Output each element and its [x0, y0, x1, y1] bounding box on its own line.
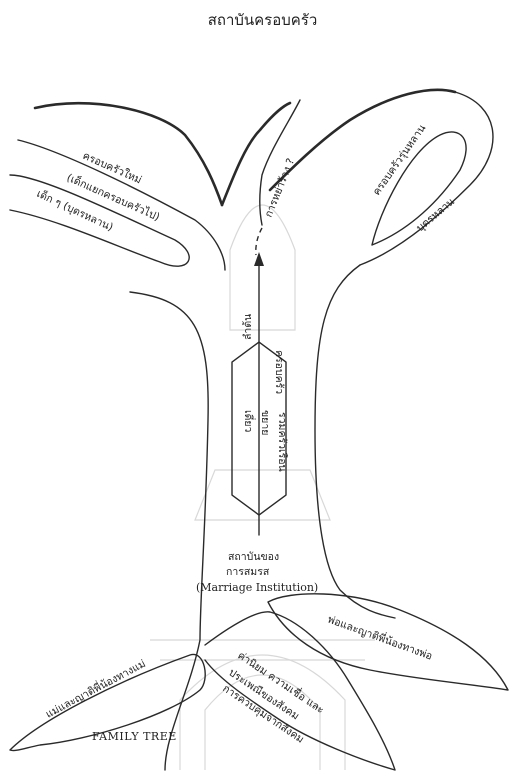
label-grandchildren-generation: ครอบครัวรุ่นหลาน	[371, 122, 429, 197]
trunk-right-outline	[315, 265, 395, 618]
label-joint-household: รวมครัวเรือน	[276, 412, 289, 472]
label-divorce: การหย่าร้าง ?	[263, 157, 298, 219]
label-family-word: ครอบครัว	[273, 350, 285, 394]
label-mothers-relatives: แม่และญาติพี่น้องทางแม่	[43, 656, 148, 721]
label-marriage-en: (Marriage Institution)	[196, 581, 318, 594]
label-fathers-relatives: พ่อและญาติพี่น้องทางพ่อ	[326, 612, 435, 663]
divorce-dashed-line	[256, 228, 262, 255]
label-single: เดี่ยว	[242, 410, 256, 433]
label-family-tree: FAMILY TREE	[92, 730, 177, 743]
label-marriage-thai-1: สถาบันของ	[228, 551, 279, 563]
label-marriage-thai-2: การสมรส	[226, 566, 270, 578]
label-family-trunk: ลำต้น	[242, 314, 254, 340]
trunk-left-outline	[130, 292, 208, 770]
label-extended: ขยาย	[259, 410, 271, 435]
